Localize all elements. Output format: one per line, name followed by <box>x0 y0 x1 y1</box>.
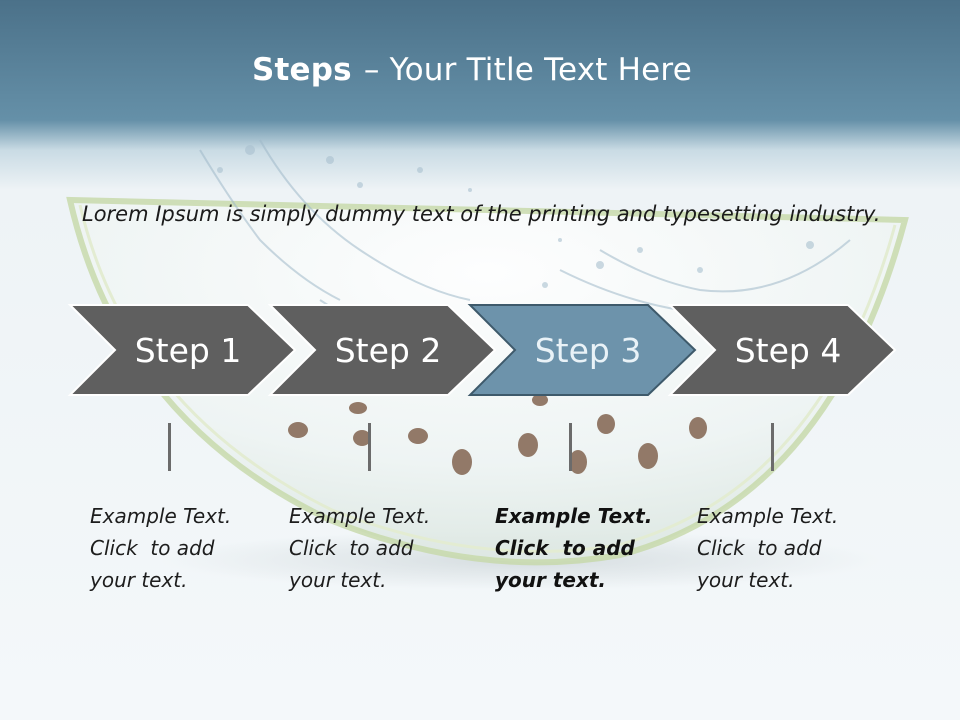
step-3-label: Step 3 <box>535 331 642 370</box>
step-4-chevron[interactable]: Step 4 <box>667 304 897 396</box>
step-1-line-3: your text. <box>90 568 188 592</box>
step-2-label: Step 2 <box>335 331 442 370</box>
step-1-label: Step 1 <box>135 331 242 370</box>
step-3-connector <box>569 423 572 471</box>
step-1-line-1: Example Text. <box>90 504 232 528</box>
step-4-shape[interactable] <box>667 304 897 396</box>
step-4-connector <box>771 423 774 471</box>
step-4-label: Step 4 <box>735 331 842 370</box>
step-1-chevron[interactable]: Step 1 <box>67 304 297 396</box>
step-4-line-1: Example Text. <box>697 504 839 528</box>
step-2-line-1: Example Text. <box>289 504 431 528</box>
step-1-line-2: Click to add <box>90 536 215 560</box>
step-3-chevron[interactable]: Step 3 <box>467 304 697 396</box>
step-2-text[interactable]: Example Text. Click to add your text. <box>289 500 479 596</box>
title-rest: – Your Title Text Here <box>363 52 692 88</box>
step-2-line-3: your text. <box>289 568 387 592</box>
step-2-chevron[interactable]: Step 2 <box>267 304 497 396</box>
step-1-connector <box>168 423 171 471</box>
step-2-shape[interactable] <box>267 304 497 396</box>
step-3-shape[interactable] <box>467 304 697 396</box>
step-3-line-1: Example Text. <box>495 504 653 528</box>
step-4-text[interactable]: Example Text. Click to add your text. <box>697 500 887 596</box>
step-4-line-2: Click to add <box>697 536 822 560</box>
intro-text[interactable]: Lorem Ipsum is simply dummy text of the … <box>82 202 881 226</box>
step-1-shape[interactable] <box>67 304 297 396</box>
title-bold: Steps <box>252 52 352 88</box>
slide-title: Steps – Your Title Text Here <box>0 52 944 88</box>
step-4-line-3: your text. <box>697 568 795 592</box>
step-3-line-2: Click to add <box>495 536 635 560</box>
step-2-line-2: Click to add <box>289 536 414 560</box>
step-3-line-3: your text. <box>495 568 607 592</box>
step-1-text[interactable]: Example Text. Click to add your text. <box>90 500 280 596</box>
step-2-connector <box>368 423 371 471</box>
step-3-text[interactable]: Example Text. Click to add your text. <box>495 500 685 596</box>
